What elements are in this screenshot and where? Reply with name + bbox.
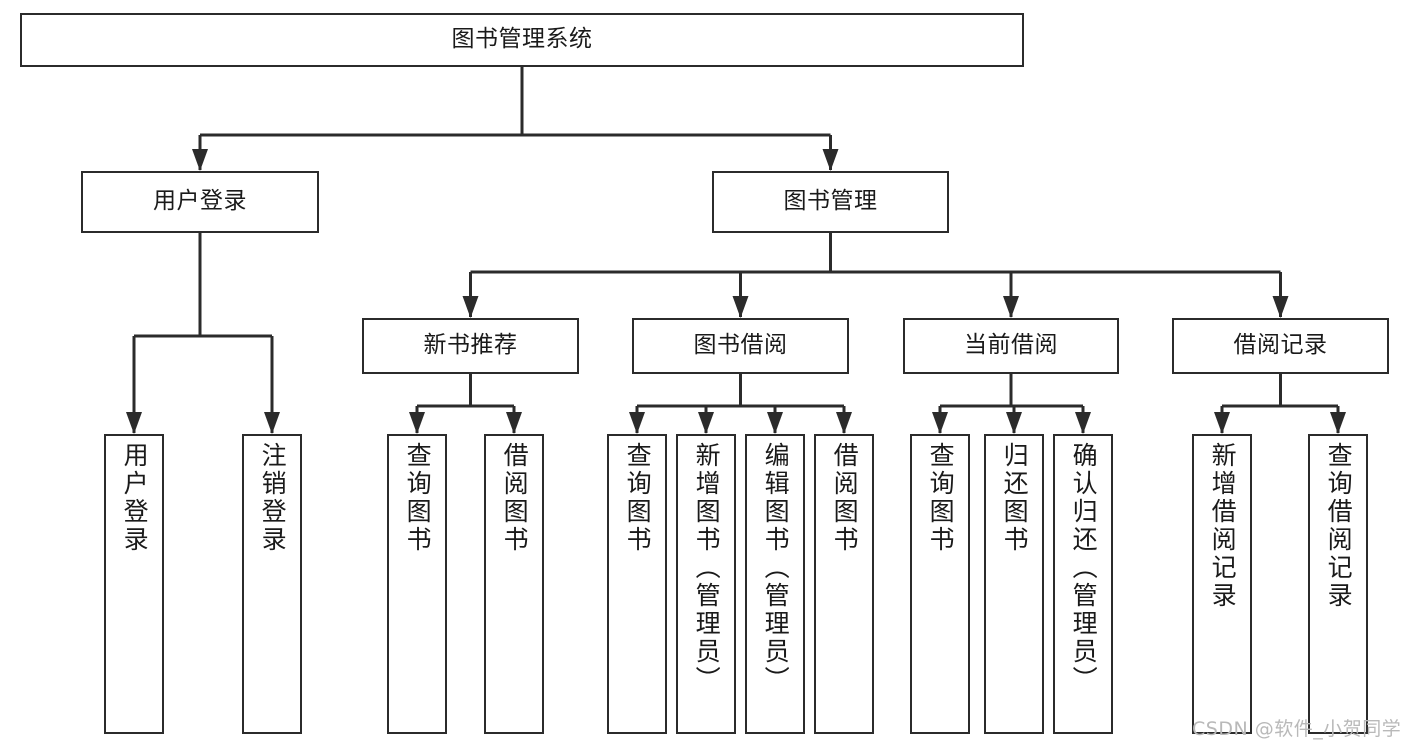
node-leaf-user-logout: 注销登录 xyxy=(242,434,302,734)
node-label: 借阅记录 xyxy=(1233,332,1328,359)
node-leaf-borrow-book-2: 借阅图书 xyxy=(814,434,874,734)
node-borrow-record: 借阅记录 xyxy=(1172,318,1389,374)
node-user-login: 用户登录 xyxy=(81,171,319,233)
node-label: 查询图书 xyxy=(623,442,653,554)
node-label: 注销登录 xyxy=(258,442,288,554)
node-label: 查询借阅记录 xyxy=(1324,442,1354,610)
node-leaf-query-book-3: 查询图书 xyxy=(910,434,970,734)
node-label: 查询图书 xyxy=(403,442,433,554)
node-label: 用户登录 xyxy=(153,188,247,215)
node-leaf-add-book: 新增图书（管理员） xyxy=(676,434,736,734)
node-label: 编辑图书（管理员） xyxy=(761,442,791,694)
node-leaf-query-book-1: 查询图书 xyxy=(387,434,447,734)
node-leaf-query-record: 查询借阅记录 xyxy=(1308,434,1368,734)
node-label: 新书推荐 xyxy=(423,332,518,359)
node-book-manage: 图书管理 xyxy=(712,171,949,233)
node-leaf-confirm-return: 确认归还（管理员） xyxy=(1053,434,1113,734)
node-label: 新增图书（管理员） xyxy=(692,442,722,694)
node-label: 图书借阅 xyxy=(693,332,788,359)
node-label: 查询图书 xyxy=(926,442,956,554)
node-label: 确认归还（管理员） xyxy=(1069,442,1099,694)
node-new-book-recommend: 新书推荐 xyxy=(362,318,579,374)
node-leaf-borrow-book-1: 借阅图书 xyxy=(484,434,544,734)
node-leaf-add-record: 新增借阅记录 xyxy=(1192,434,1252,734)
node-label: 借阅图书 xyxy=(500,442,530,554)
node-leaf-edit-book: 编辑图书（管理员） xyxy=(745,434,805,734)
node-leaf-user-login: 用户登录 xyxy=(104,434,164,734)
node-label: 图书管理系统 xyxy=(451,26,593,53)
node-root: 图书管理系统 xyxy=(20,13,1024,67)
node-leaf-query-book-2: 查询图书 xyxy=(607,434,667,734)
node-label: 借阅图书 xyxy=(830,442,860,554)
node-label: 新增借阅记录 xyxy=(1208,442,1238,610)
node-label: 归还图书 xyxy=(1000,442,1030,554)
node-leaf-return-book: 归还图书 xyxy=(984,434,1044,734)
node-label: 当前借阅 xyxy=(964,332,1058,359)
node-label: 用户登录 xyxy=(120,442,150,554)
node-book-borrow: 图书借阅 xyxy=(632,318,849,374)
node-current-borrow: 当前借阅 xyxy=(903,318,1119,374)
node-label: 图书管理 xyxy=(783,188,878,215)
